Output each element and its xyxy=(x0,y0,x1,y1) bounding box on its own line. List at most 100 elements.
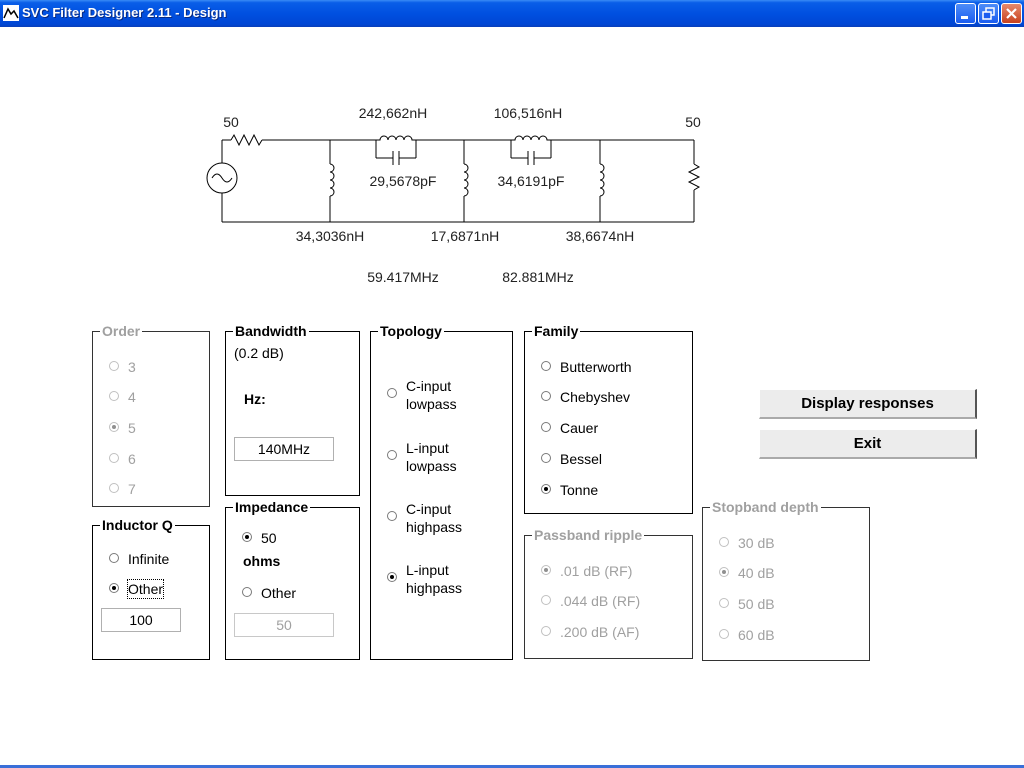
series-resonator-1 xyxy=(375,135,417,165)
series-inductor-1-label: 242,662nH xyxy=(359,105,428,121)
bandwidth-group: Bandwidth (0.2 dB) Hz: 140MHz xyxy=(225,322,360,496)
impedance-other-option[interactable]: Other xyxy=(242,584,296,602)
radio-selected-icon xyxy=(541,565,551,575)
family-option-chebyshev[interactable]: Chebyshev xyxy=(541,388,630,406)
ohms-label: ohms xyxy=(243,553,281,569)
passband-ripple-label: Passband ripple xyxy=(532,526,645,544)
minimize-button[interactable] xyxy=(955,3,976,24)
radio-icon xyxy=(387,511,397,521)
radio-selected-icon xyxy=(387,572,397,582)
passband-ripple-group: Passband ripple .01 dB (RF) .044 dB (RF)… xyxy=(524,526,693,659)
shunt-inductor-1-label: 34,3036nH xyxy=(296,228,365,244)
impedance-label: Impedance xyxy=(233,498,311,516)
radio-icon xyxy=(719,629,729,639)
shunt-inductor-3-label: 38,6674nH xyxy=(566,228,635,244)
stopband-depth-label: Stopband depth xyxy=(710,498,821,516)
minimize-icon xyxy=(961,16,968,19)
ripple-option-01[interactable]: .01 dB (RF) xyxy=(541,562,632,580)
radio-icon xyxy=(541,391,551,401)
inductor-q-other[interactable]: Other xyxy=(109,579,165,599)
radio-icon xyxy=(109,453,119,463)
resonant-frequency-1: 59.417MHz xyxy=(367,269,439,285)
radio-selected-icon xyxy=(109,422,119,432)
impedance-group: Impedance 50 ohms Other 50 xyxy=(225,498,360,660)
radio-icon xyxy=(387,450,397,460)
radio-icon xyxy=(109,553,119,563)
close-button[interactable] xyxy=(1001,3,1022,24)
source-resistance-label: 50 xyxy=(223,114,239,130)
radio-icon xyxy=(541,361,551,371)
family-option-tonne[interactable]: Tonne xyxy=(541,481,598,499)
radio-icon xyxy=(541,453,551,463)
stopband-option-40[interactable]: 40 dB xyxy=(719,564,775,582)
series-capacitor-1-label: 29,5678pF xyxy=(370,173,437,189)
radio-icon xyxy=(109,483,119,493)
stopband-depth-group: Stopband depth 30 dB 40 dB 50 dB 60 dB xyxy=(702,498,870,661)
order-group: Order 3 4 5 6 7 xyxy=(92,322,210,507)
order-option-6[interactable]: 6 xyxy=(109,450,136,468)
series-resonator-2 xyxy=(510,135,552,165)
impedance-input[interactable]: 50 xyxy=(234,613,334,637)
radio-icon xyxy=(541,626,551,636)
order-option-4[interactable]: 4 xyxy=(109,388,136,406)
family-group: Family Butterworth Chebyshev Cauer Besse… xyxy=(524,322,693,514)
restore-icon xyxy=(982,7,995,20)
window-title: SVC Filter Designer 2.11 - Design xyxy=(22,5,227,20)
shunt-inductor-3 xyxy=(599,140,605,222)
impedance-50-option[interactable]: 50 xyxy=(242,529,277,547)
display-responses-button[interactable]: Display responses xyxy=(759,389,977,419)
family-label: Family xyxy=(532,322,581,340)
order-option-5[interactable]: 5 xyxy=(109,419,136,437)
shunt-inductor-1 xyxy=(329,140,335,222)
bandwidth-label: Bandwidth xyxy=(233,322,309,340)
radio-icon xyxy=(242,587,252,597)
app-icon xyxy=(3,5,19,21)
radio-icon xyxy=(109,361,119,371)
radio-icon xyxy=(719,537,729,547)
radio-icon xyxy=(387,388,397,398)
radio-selected-icon xyxy=(242,532,252,542)
restore-button[interactable] xyxy=(978,3,999,24)
family-option-butterworth[interactable]: Butterworth xyxy=(541,358,632,376)
inductor-q-infinite[interactable]: Infinite xyxy=(109,550,169,568)
ripple-option-200[interactable]: .200 dB (AF) xyxy=(541,623,639,641)
load-resistance-label: 50 xyxy=(685,114,701,130)
close-icon xyxy=(1006,8,1017,19)
window-bottom-border xyxy=(0,765,1024,768)
family-option-cauer[interactable]: Cauer xyxy=(541,419,598,437)
shunt-inductor-2-label: 17,6871nH xyxy=(431,228,500,244)
filter-schematic: 50 50 242,662nH 106,516nH 29,5678pF 34,6… xyxy=(206,105,701,285)
bandwidth-input[interactable]: 140MHz xyxy=(234,437,334,461)
stopband-option-30[interactable]: 30 dB xyxy=(719,534,775,552)
inductor-q-group: Inductor Q Infinite Other 100 xyxy=(92,516,210,660)
order-option-7[interactable]: 7 xyxy=(109,480,136,498)
stopband-option-60[interactable]: 60 dB xyxy=(719,626,775,644)
series-inductor-2-label: 106,516nH xyxy=(494,105,563,121)
topology-label: Topology xyxy=(378,322,444,340)
title-bar[interactable]: SVC Filter Designer 2.11 - Design xyxy=(0,0,1024,27)
exit-button[interactable]: Exit xyxy=(759,429,977,459)
family-option-bessel[interactable]: Bessel xyxy=(541,450,602,468)
inductor-q-label: Inductor Q xyxy=(100,516,175,534)
hz-label: Hz: xyxy=(244,391,266,407)
radio-selected-icon xyxy=(541,484,551,494)
load-resistor xyxy=(687,163,701,191)
stopband-option-50[interactable]: 50 dB xyxy=(719,595,775,613)
bandwidth-subtitle: (0.2 dB) xyxy=(234,345,284,361)
source-resistor xyxy=(230,133,263,147)
radio-selected-icon xyxy=(109,583,119,593)
resonant-frequency-2: 82.881MHz xyxy=(502,269,574,285)
radio-selected-icon xyxy=(719,567,729,577)
ripple-option-044[interactable]: .044 dB (RF) xyxy=(541,592,640,610)
radio-icon xyxy=(541,595,551,605)
shunt-inductor-2 xyxy=(463,140,469,222)
radio-icon xyxy=(719,598,729,608)
series-capacitor-2-label: 34,6191pF xyxy=(498,173,565,189)
inductor-q-input[interactable]: 100 xyxy=(101,608,181,632)
order-option-3[interactable]: 3 xyxy=(109,358,136,376)
